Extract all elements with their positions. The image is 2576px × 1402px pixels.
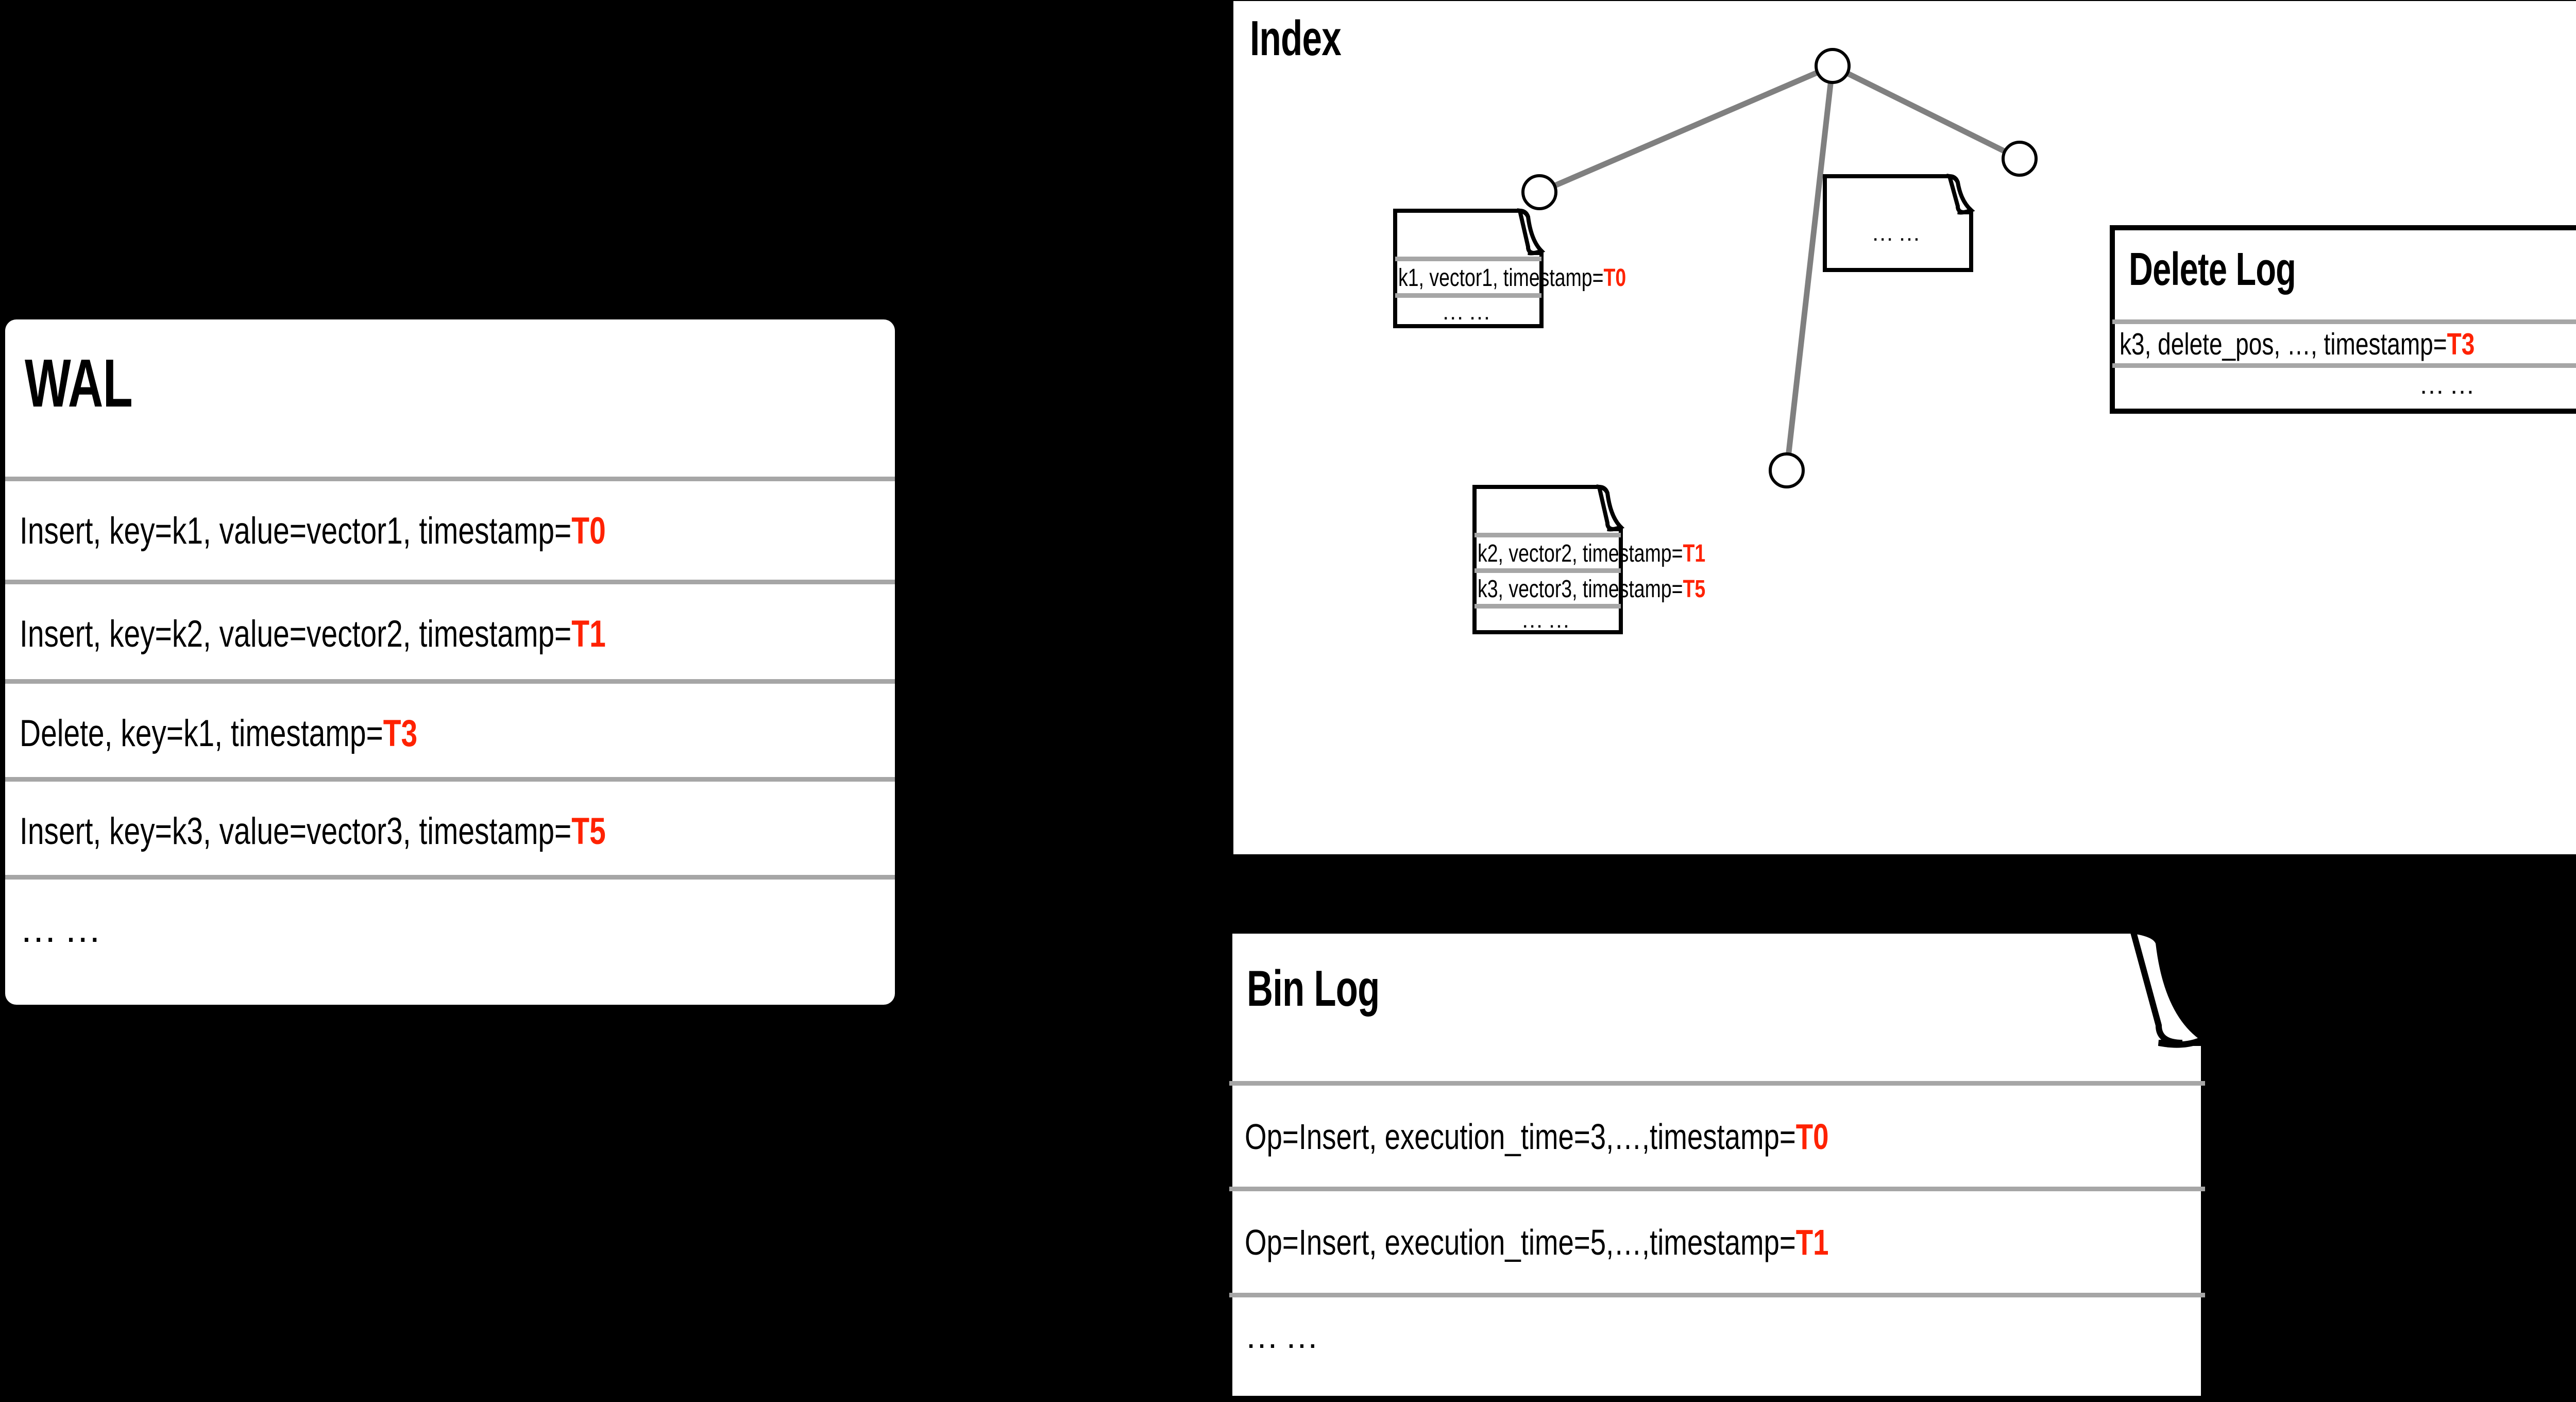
- bin-log-row-1-timestamp: T1: [1795, 1222, 1829, 1262]
- wal-title: WAL: [25, 345, 133, 421]
- bin-log-divider-2: [1229, 1293, 2205, 1297]
- bin-log-row-2: ……: [1226, 1297, 2226, 1375]
- wal-divider-4: [5, 875, 895, 880]
- tree-edge-root-right: [1831, 63, 2021, 161]
- delete-log-body: Delete Log k3, delete_pos, …, timestamp=…: [2109, 225, 2576, 414]
- bin-log-row-1-text: Op=Insert, execution_time=5,…,timestamp=: [1245, 1222, 1796, 1262]
- index-leaf-3-row-0-text: k2, vector2, timestamp=: [1478, 539, 1683, 567]
- bin-log-body: Bin Log Op=Insert, execution_time=3,…,ti…: [1226, 927, 2226, 1402]
- index-leaf-3-row-1: k3, vector3, timestamp=T5: [1472, 573, 1705, 605]
- index-leaf-1-row-1: ……: [1393, 298, 1544, 326]
- wal-row-4: ……: [5, 880, 895, 979]
- index-leaf-3-body: k2, vector2, timestamp=T1 k3, vector3, t…: [1472, 485, 1705, 634]
- wal-row-2-timestamp: T3: [383, 713, 418, 754]
- wal-divider-3: [5, 777, 895, 782]
- index-title: Index: [1250, 11, 1342, 66]
- tree-node-root: [1815, 48, 1851, 84]
- bin-log-row-0: Op=Insert, execution_time=3,…,timestamp=…: [1226, 1086, 2226, 1188]
- wal-row-3: Insert, key=k3, value=vector3, timestamp…: [5, 782, 895, 881]
- index-leaf-1-row-0-timestamp: T0: [1603, 264, 1626, 292]
- wal-row-0: Insert, key=k1, value=vector1, timestamp…: [5, 481, 895, 581]
- wal-panel: WAL Insert, key=k1, value=vector1, times…: [5, 319, 895, 1005]
- wal-divider-0: [5, 477, 895, 481]
- index-leaf-1-body: k1, vector1, timestamp=T0 ……: [1393, 209, 1626, 328]
- tree-edge-root-bottom: [1784, 65, 1836, 471]
- delete-log-title: Delete Log: [2129, 244, 2296, 295]
- index-leaf-3-row-2-text: ……: [1521, 607, 1574, 633]
- index-tree: [1521, 48, 2038, 488]
- wal-row-1-text: Insert, key=k2, value=vector2, timestamp…: [20, 613, 572, 655]
- bin-log-row-1: Op=Insert, execution_time=5,…,timestamp=…: [1226, 1191, 2226, 1293]
- delete-log-divider-0: [2112, 319, 2576, 324]
- index-leaf-3-divider-0: [1475, 533, 1621, 537]
- delete-log-row-1: ……: [2109, 368, 2576, 402]
- index-leaf-3-row-2: ……: [1472, 607, 1623, 633]
- wal-row-2: Delete, key=k1, timestamp=T3: [5, 684, 895, 783]
- wal-row-4-text: ……: [20, 908, 109, 950]
- bin-log-divider-1: [1229, 1187, 2205, 1191]
- index-leaf-2-row-0-text: ……: [1871, 221, 1925, 246]
- bin-log-row-2-text: ……: [1245, 1317, 1325, 1355]
- delete-log-row-0-text: k3, delete_pos, …, timestamp=: [2120, 327, 2447, 361]
- wal-row-3-timestamp: T5: [571, 810, 606, 852]
- wal-row-0-text: Insert, key=k1, value=vector1, timestamp…: [20, 510, 572, 552]
- index-leaf-1-divider-0: [1395, 257, 1541, 261]
- delete-log-row-0: k3, delete_pos, …, timestamp=T3: [2109, 324, 2576, 364]
- delete-log-divider-1: [2112, 363, 2576, 368]
- wal-row-3-text: Insert, key=k3, value=vector3, timestamp…: [20, 810, 572, 852]
- index-leaf-3-divider-2: [1475, 604, 1621, 609]
- tree-edge-root-left: [1538, 63, 1834, 195]
- index-leaf-2-body: ……: [1823, 174, 1973, 272]
- index-leaf-3-row-0-timestamp: T1: [1683, 539, 1706, 567]
- wal-row-0-timestamp: T0: [571, 510, 606, 552]
- index-leaf-3-row-1-timestamp: T5: [1683, 575, 1706, 603]
- bin-log-title: Bin Log: [1247, 960, 1380, 1017]
- index-leaf-1-divider-1: [1395, 293, 1541, 298]
- bin-log-row-0-text: Op=Insert, execution_time=3,…,timestamp=: [1245, 1117, 1796, 1157]
- wal-divider-1: [5, 580, 895, 584]
- wal-row-1: Insert, key=k2, value=vector2, timestamp…: [5, 584, 895, 684]
- wal-divider-2: [5, 679, 895, 684]
- tree-node-bottom: [1769, 452, 1805, 488]
- tree-node-left: [1521, 174, 1557, 210]
- index-leaf-3-divider-1: [1475, 568, 1621, 573]
- delete-log-row-1-text: ……: [2419, 370, 2480, 399]
- tree-node-right: [2002, 141, 2038, 177]
- wal-row-2-text: Delete, key=k1, timestamp=: [20, 713, 383, 754]
- index-leaf-1-row-0: k1, vector1, timestamp=T0: [1393, 261, 1626, 294]
- bin-log-divider-0: [1229, 1081, 2205, 1086]
- index-leaf-1-row-1-text: ……: [1442, 299, 1495, 325]
- delete-log-row-0-timestamp: T3: [2447, 327, 2475, 361]
- bin-log-row-0-timestamp: T0: [1795, 1117, 1829, 1157]
- wal-row-1-timestamp: T1: [571, 613, 606, 655]
- index-leaf-2-row-0: ……: [1823, 218, 1973, 248]
- index-panel: Index k1, vector1, timestamp=T0 ……: [1233, 1, 2576, 854]
- index-leaf-1-row-0-text: k1, vector1, timestamp=: [1398, 264, 1604, 292]
- index-leaf-3-row-1-text: k3, vector3, timestamp=: [1478, 575, 1683, 603]
- index-leaf-3-row-0: k2, vector2, timestamp=T1: [1472, 537, 1705, 569]
- tree-edges: [1538, 63, 2021, 471]
- tree-nodes: [1521, 48, 2038, 488]
